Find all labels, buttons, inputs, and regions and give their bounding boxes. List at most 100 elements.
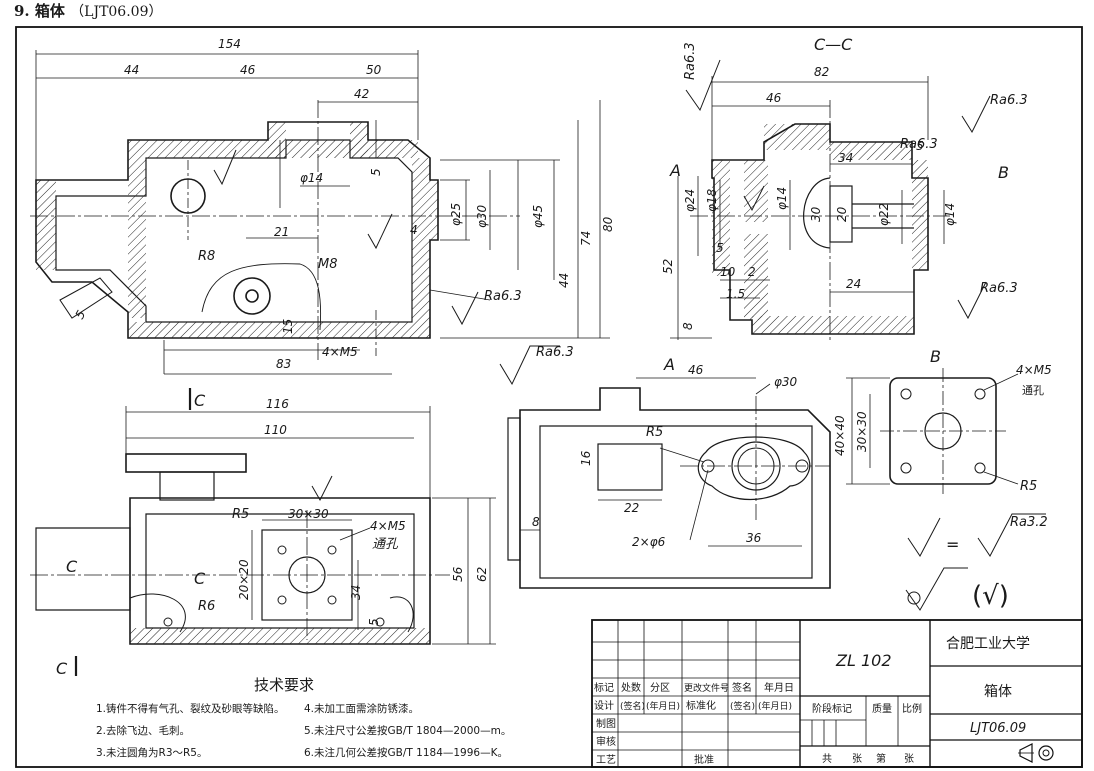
front-dim-d45: φ45	[531, 205, 545, 228]
front-dim-44b: 44	[557, 273, 571, 288]
front-view-text: 154 44 46 50 42 5 φ14 φ25 φ30 φ45 4 74 8…	[72, 37, 615, 371]
front-dim-21: 21	[274, 225, 289, 239]
design-std: 标准化	[686, 699, 716, 712]
view-b	[846, 368, 1046, 611]
header-date: 年月日	[764, 681, 794, 694]
legend-ra32: Ra3.2	[1010, 515, 1048, 530]
front-label-ra63-b: Ra6.3	[536, 345, 574, 360]
requirement-1: 1.铸件不得有气孔、裂纹及砂眼等缺陷。	[96, 702, 285, 715]
drawing-heading: 9. 箱体 （LJT06.09）	[14, 0, 162, 21]
cc-dim-d18: φ18	[705, 188, 719, 212]
top-label-c-4: C	[56, 659, 68, 678]
material-value: ZL 102	[835, 651, 892, 670]
front-dim-5: 5	[369, 168, 383, 176]
cc-dim-24: 24	[846, 277, 861, 291]
scale-label: 比例	[902, 702, 922, 715]
header-sign: 签名	[732, 681, 752, 694]
cc-label-ra63-a: Ra6.3	[683, 42, 698, 80]
drawing-number: LJT06.09	[970, 721, 1026, 736]
front-dim-80: 80	[601, 216, 615, 232]
cc-dim-20: 20	[835, 206, 849, 222]
cc-dim-82: 82	[814, 65, 829, 79]
view-a-title: A	[663, 355, 675, 374]
front-label-ra63-a: Ra6.3	[484, 289, 522, 304]
a-dim-2xd6: 2×φ6	[632, 535, 666, 549]
front-dim-4: 4	[410, 223, 418, 237]
row-process: 工艺	[596, 754, 616, 766]
top-view	[30, 388, 496, 676]
cc-dim-46: 46	[766, 91, 782, 105]
requirement-2: 2.去除飞边、毛刺。	[96, 724, 190, 737]
top-label-c-3: C	[194, 569, 206, 588]
heading-number: 9.	[14, 2, 30, 20]
sheets-total-label: 共	[822, 753, 832, 765]
top-dim-62: 62	[475, 567, 489, 582]
top-label-through: 通孔	[372, 537, 399, 552]
front-dim-44: 44	[124, 63, 139, 77]
front-dim-74: 74	[579, 231, 593, 246]
design-std-sign: (签名)	[730, 700, 755, 712]
front-label-m8: M8	[318, 257, 338, 272]
top-dim-20x20: 20×20	[237, 559, 251, 600]
top-dim-56: 56	[451, 566, 465, 582]
top-dim-110: 110	[264, 423, 287, 437]
a-dim-16: 16	[579, 450, 593, 466]
top-dim-30x30: 30×30	[288, 507, 329, 521]
sheets-total-unit: 张	[852, 753, 862, 765]
top-dim-34: 34	[349, 585, 363, 600]
design-label: 设计	[594, 699, 614, 712]
view-a-text: A 46 φ30 16 22 8 36 2×φ6 R5	[532, 355, 798, 549]
front-view	[30, 50, 610, 386]
cc-dim-34: 34	[838, 151, 853, 165]
cc-dim-1-5: 1.5	[726, 287, 745, 301]
sheet-no-unit: 张	[904, 753, 914, 765]
a-dim-8: 8	[532, 515, 540, 529]
front-dim-d30: φ30	[475, 204, 489, 228]
mass-label: 质量	[872, 703, 892, 715]
part-name: 箱体	[984, 684, 1012, 700]
header-mark: 标记	[594, 682, 614, 694]
section-cc-view	[670, 59, 991, 340]
top-dim-116: 116	[266, 397, 289, 411]
design-date: (年月日)	[646, 700, 680, 712]
cc-dim-8: 8	[681, 322, 695, 330]
b-label-through: 通孔	[1022, 384, 1044, 397]
front-dim-d25: φ25	[449, 203, 463, 226]
technical-requirements: 技术要求 1.铸件不得有气孔、裂纹及砂眼等缺陷。 2.去除飞边、毛刺。 3.未注…	[96, 676, 511, 759]
header-change-doc: 更改文件号	[684, 682, 729, 694]
approve-label: 批准	[694, 753, 714, 766]
requirement-6: 6.未注几何公差按GB/T 1184—1996—K。	[304, 746, 508, 759]
header-count: 处数	[621, 681, 641, 694]
cc-label-b: B	[998, 163, 1009, 182]
section-cc-text: C—C 82 46 34 5 φ24 φ18 φ14 30 20 φ22 φ14…	[661, 35, 1028, 330]
b-dim-40x40: 40×40	[833, 415, 847, 456]
cc-label-ra63-b: Ra6.3	[990, 93, 1028, 108]
front-label-r8: R8	[198, 249, 215, 264]
b-dim-4xm5: 4×M5	[1016, 363, 1052, 377]
requirement-3: 3.未注圆角为R3～R5。	[96, 746, 207, 759]
section-cc-title: C—C	[814, 35, 853, 54]
sheet-border	[15, 26, 1083, 768]
cc-label-ra63-c: Ra6.3	[980, 281, 1018, 296]
front-dim-154: 154	[218, 37, 241, 51]
front-dim-83: 83	[276, 357, 291, 371]
cc-dim-52: 52	[661, 259, 675, 274]
legend-equals: =	[946, 535, 959, 554]
top-label-r6: R6	[198, 599, 215, 614]
heading-code: （LJT06.09）	[70, 4, 163, 20]
front-dim-15: 15	[281, 319, 295, 334]
legend-paren: (√)	[972, 581, 1009, 611]
requirements-title: 技术要求	[254, 676, 314, 694]
view-b-text: B 40×40 30×30 4×M5 通孔 R5 = Ra3.2 (√)	[833, 347, 1052, 611]
top-view-text: 116 110 30×30 4×M5 20×20 56 62 34 5 C C …	[56, 391, 489, 678]
a-dim-22: 22	[624, 501, 639, 515]
front-dim-4xm5: 4×M5	[322, 345, 358, 359]
title-block	[591, 619, 1083, 768]
cc-dim-d24: φ24	[683, 189, 697, 212]
school-name: 合肥工业大学	[946, 636, 1030, 652]
cc-dim-d14: φ14	[775, 187, 789, 210]
cc-dim-10: 10	[720, 265, 736, 279]
header-zone: 分区	[650, 682, 670, 694]
design-std-date: (年月日)	[758, 700, 792, 712]
